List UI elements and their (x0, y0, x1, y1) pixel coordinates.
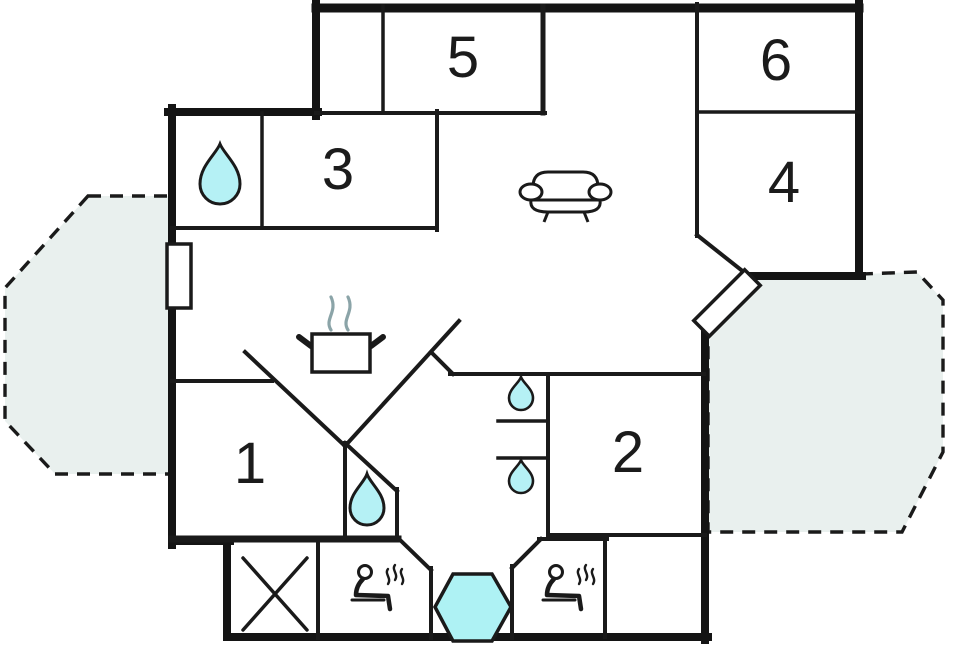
water-drop-icon (348, 469, 386, 527)
room-labels: 5 6 3 4 1 2 (234, 25, 800, 496)
water-drop-icon (507, 455, 535, 495)
terrace-left (3, 194, 172, 476)
interior-walls (168, 2, 861, 640)
room-label-2: 2 (612, 420, 644, 485)
room-label-4: 4 (768, 150, 800, 215)
water-drop-icon (507, 372, 535, 412)
door-left (165, 242, 193, 310)
steam-line (344, 295, 352, 332)
room-label-5: 5 (447, 25, 479, 90)
x-mark-icon (241, 556, 309, 632)
hot-tub-icon (433, 572, 514, 643)
terraces (3, 194, 945, 534)
steam-line (327, 295, 335, 332)
stove-icon (296, 295, 386, 374)
terrace-right (706, 270, 945, 534)
door-right (691, 267, 763, 339)
room-label-3: 3 (322, 137, 354, 202)
water-drops (198, 139, 535, 527)
room-label-1: 1 (234, 431, 266, 496)
room-label-6: 6 (760, 28, 792, 93)
water-drop-icon (198, 139, 242, 206)
sofa-icon (518, 170, 613, 223)
